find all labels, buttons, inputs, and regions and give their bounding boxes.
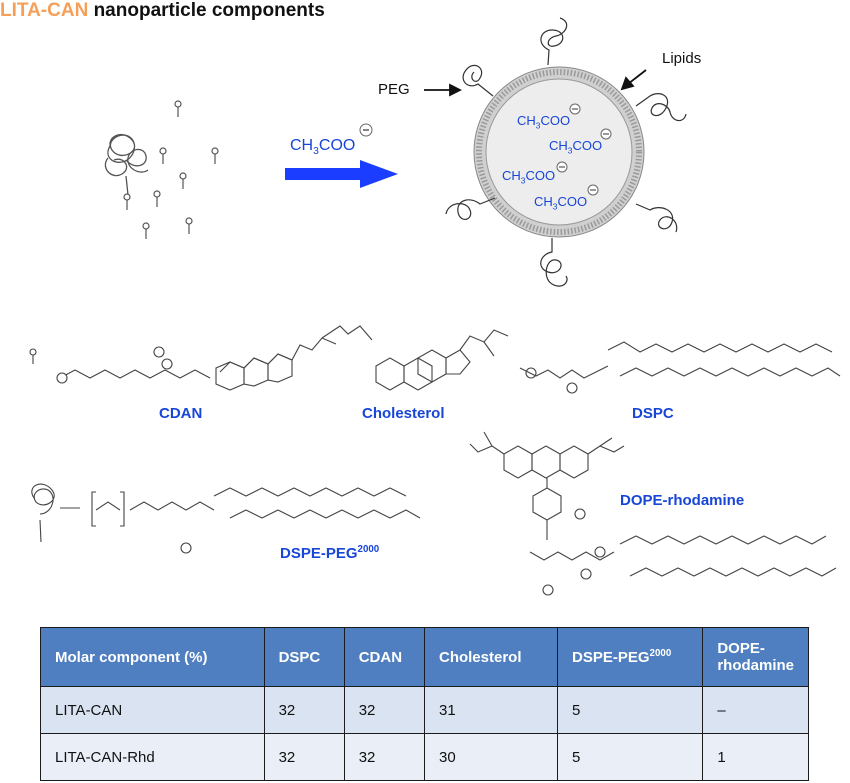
header-dope-rhodamine: DOPE-rhodamine	[702, 627, 809, 687]
label-dope-rhodamine: DOPE-rhodamine	[620, 492, 745, 509]
cell-dope-rhodamine: 1	[702, 733, 809, 781]
dope-rhodamine-structure-icon	[469, 431, 837, 596]
label-cholesterol: Cholesterol	[362, 405, 445, 422]
cell-dope-rhodamine: –	[702, 686, 809, 734]
header-cholesterol: Cholesterol	[423, 627, 559, 687]
title-accent: LITA-CAN	[0, 0, 89, 21]
reaction-arrow-icon	[285, 160, 398, 188]
cell-dspe-peg: 5	[557, 686, 704, 734]
cdan-structure-icon	[29, 325, 373, 391]
header-dspe-peg-sup: 2000	[649, 648, 672, 659]
table-row: LITA-CAN-Rhd 32 32 30 5 1	[40, 733, 809, 781]
header-molar-component: Molar component (%)	[40, 627, 265, 687]
header-dope-line1: DOPE-	[717, 640, 765, 657]
cell-dspe-peg: 5	[557, 733, 704, 781]
interior-charge-icons	[556, 103, 612, 196]
cell-dspc: 32	[263, 686, 345, 734]
header-dspe-peg: DSPE-PEG2000	[557, 627, 704, 687]
cholesterol-structure-icon	[375, 329, 509, 391]
pointer-arrows	[424, 69, 647, 97]
cell-cholesterol: 30	[423, 733, 559, 781]
reagent-tail: COO	[318, 137, 356, 154]
cell-cdan: 32	[343, 686, 425, 734]
reagent-base: CH	[290, 137, 314, 154]
header-cdan: CDAN	[343, 627, 425, 687]
figure-title: LITA-CAN nanoparticle components	[0, 0, 325, 22]
peg-label: PEG	[378, 81, 410, 98]
free-lipid-icons	[123, 100, 219, 239]
negative-charge-icon	[359, 123, 373, 137]
cell-cdan: 32	[343, 733, 425, 781]
label-cdan: CDAN	[159, 405, 203, 422]
lipids-label: Lipids	[662, 50, 702, 67]
cell-cholesterol: 31	[423, 686, 559, 734]
header-dope-line2: rhodamine	[717, 657, 794, 674]
cell-name: LITA-CAN	[40, 686, 265, 734]
table-row: LITA-CAN 32 32 31 5 –	[40, 686, 809, 734]
label-dspc: DSPC	[632, 405, 674, 422]
interior-ion-2: CH3COO	[549, 138, 603, 156]
mrna-coil-icon	[104, 134, 149, 196]
label-dspe-peg-base: DSPE-PEG	[280, 545, 358, 562]
table-header-row: Molar component (%) DSPC CDAN Cholestero…	[40, 627, 809, 687]
header-dspe-peg-base: DSPE-PEG	[572, 649, 650, 666]
interior-ion-1: CH3COO	[517, 113, 571, 131]
dspc-structure-icon	[519, 341, 841, 394]
label-dspe-peg-sup: 2000	[357, 544, 380, 555]
cell-name: LITA-CAN-Rhd	[40, 733, 265, 781]
composition-table: Molar component (%) DSPC CDAN Cholestero…	[40, 627, 809, 781]
interior-ion-4: CH3COO	[534, 194, 588, 212]
title-rest: nanoparticle components	[93, 0, 325, 21]
reagent-label: CH3COO	[290, 137, 355, 157]
interior-ion-3: CH3COO	[502, 168, 556, 186]
reagent-sub: 3	[313, 146, 319, 158]
label-dspe-peg: DSPE-PEG2000	[280, 544, 379, 562]
header-dspc: DSPC	[263, 627, 345, 687]
dspe-peg-structure-icon	[31, 483, 421, 554]
peg-chain-icons	[445, 17, 687, 287]
cell-dspc: 32	[263, 733, 345, 781]
